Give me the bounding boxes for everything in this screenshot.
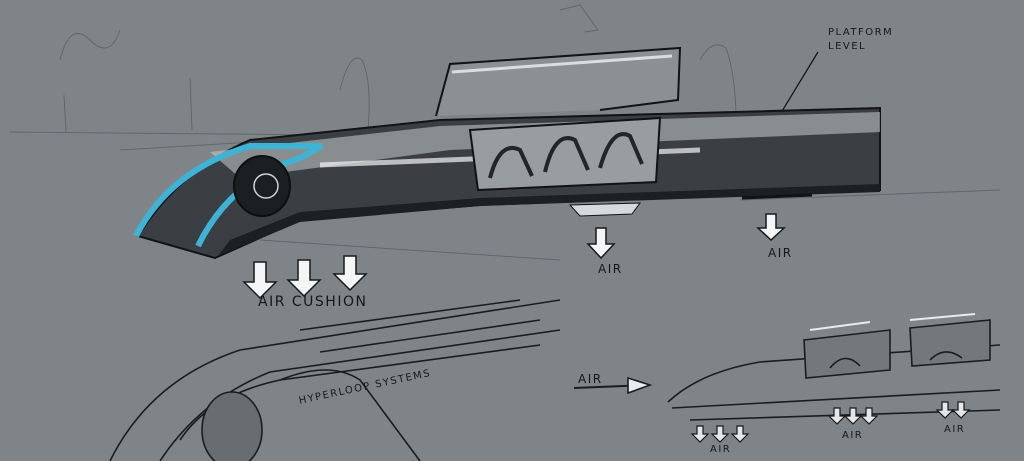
platform-level-label: PLATFORM LEVEL [828,27,894,52]
air-bearing-skid [568,202,642,217]
air-label-small-2: AIR [842,430,864,441]
nose-accent [133,143,324,248]
compressor-fan [253,173,279,199]
hyperloop-pod-sketch [109,299,561,461]
front-intake [233,155,291,217]
air-label-flow: AIR [578,372,603,386]
air-flow-arrow [627,376,653,395]
air-label-right: AIR [768,246,793,260]
air-cushion-label: AIR CUSHION [258,294,368,310]
small-diagram-arrows [690,401,971,443]
rear-skid [741,193,813,200]
air-label-small-1: AIR [710,444,732,455]
air-label-small-3: AIR [944,424,966,435]
air-label-center: AIR [598,262,623,276]
main-pod [133,46,881,260]
main-pod-lower-shell [218,184,880,256]
small-pod-diagram [573,313,1001,421]
open-canopy [435,46,682,117]
canopy-shine [451,54,673,74]
passenger-seats [488,132,644,179]
air-cushion-arrows [242,213,786,300]
cabin-opening [468,116,662,192]
